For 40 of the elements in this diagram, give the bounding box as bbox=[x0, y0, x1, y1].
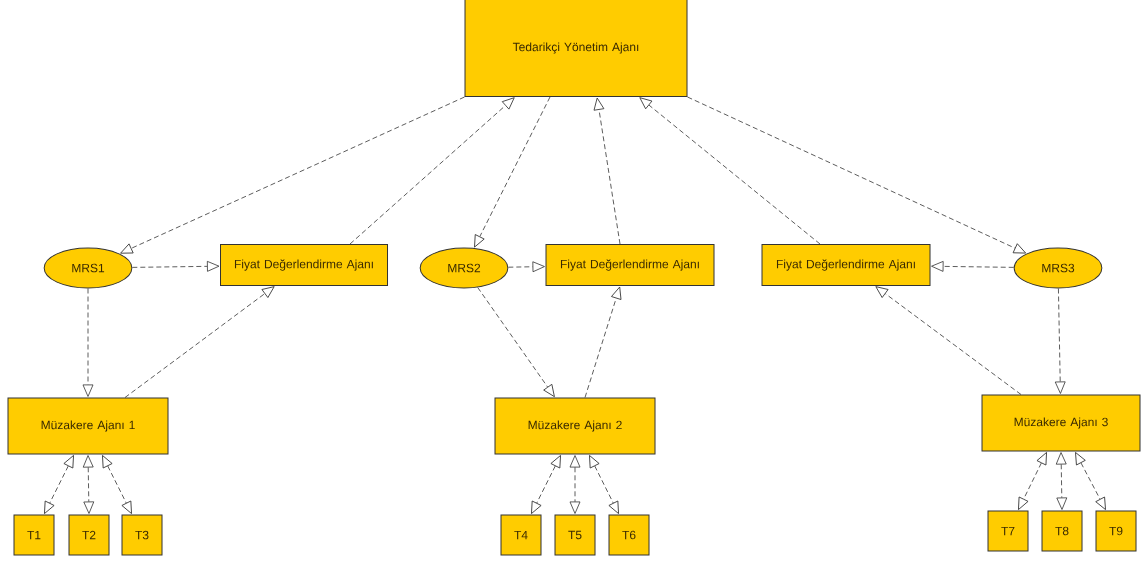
arrow bbox=[1054, 288, 1066, 394]
task-box: T5 bbox=[554, 514, 596, 556]
task-box: T3 bbox=[121, 514, 163, 556]
arrow bbox=[82, 455, 95, 514]
arrow bbox=[687, 96, 1027, 254]
arrow bbox=[477, 287, 555, 398]
arrow bbox=[639, 97, 821, 245]
arrow bbox=[1018, 452, 1047, 510]
arrow bbox=[931, 261, 1015, 272]
arrow bbox=[120, 96, 465, 254]
agent-box: Fiyat Değerlendirme Ajanı bbox=[761, 244, 931, 286]
arrow bbox=[474, 96, 551, 248]
arrow bbox=[569, 455, 581, 514]
arrow bbox=[102, 455, 132, 514]
task-box: T4 bbox=[500, 514, 542, 556]
arrow bbox=[131, 260, 220, 272]
arrow bbox=[82, 288, 94, 397]
arrow bbox=[349, 97, 515, 245]
agent-box: Müzakere Ajanı 1 bbox=[7, 397, 169, 455]
agent-box: Fiyat Değerlendirme Ajanı bbox=[545, 244, 715, 286]
arrow bbox=[584, 286, 622, 398]
arrow bbox=[593, 97, 621, 245]
agent-box: Müzakere Ajanı 2 bbox=[494, 397, 656, 455]
task-box: T8 bbox=[1041, 510, 1083, 552]
task-box: T1 bbox=[13, 514, 55, 556]
task-box: T6 bbox=[608, 514, 650, 556]
agent-box: Tedarikçi Yönetim Ajanı bbox=[464, 0, 688, 97]
task-box: T7 bbox=[987, 510, 1029, 552]
arrow bbox=[531, 455, 561, 514]
arrow bbox=[1075, 452, 1106, 510]
arrow bbox=[124, 286, 275, 398]
arrow bbox=[507, 261, 545, 273]
arrow bbox=[1055, 452, 1068, 510]
agent-box: Müzakere Ajanı 3 bbox=[981, 394, 1141, 452]
task-box: T9 bbox=[1095, 510, 1137, 552]
arrow bbox=[589, 455, 619, 514]
agent-box: Fiyat Değerlendirme Ajanı bbox=[220, 244, 388, 286]
arrow bbox=[875, 286, 1022, 395]
arrow bbox=[44, 455, 74, 514]
task-box: T2 bbox=[68, 514, 110, 556]
